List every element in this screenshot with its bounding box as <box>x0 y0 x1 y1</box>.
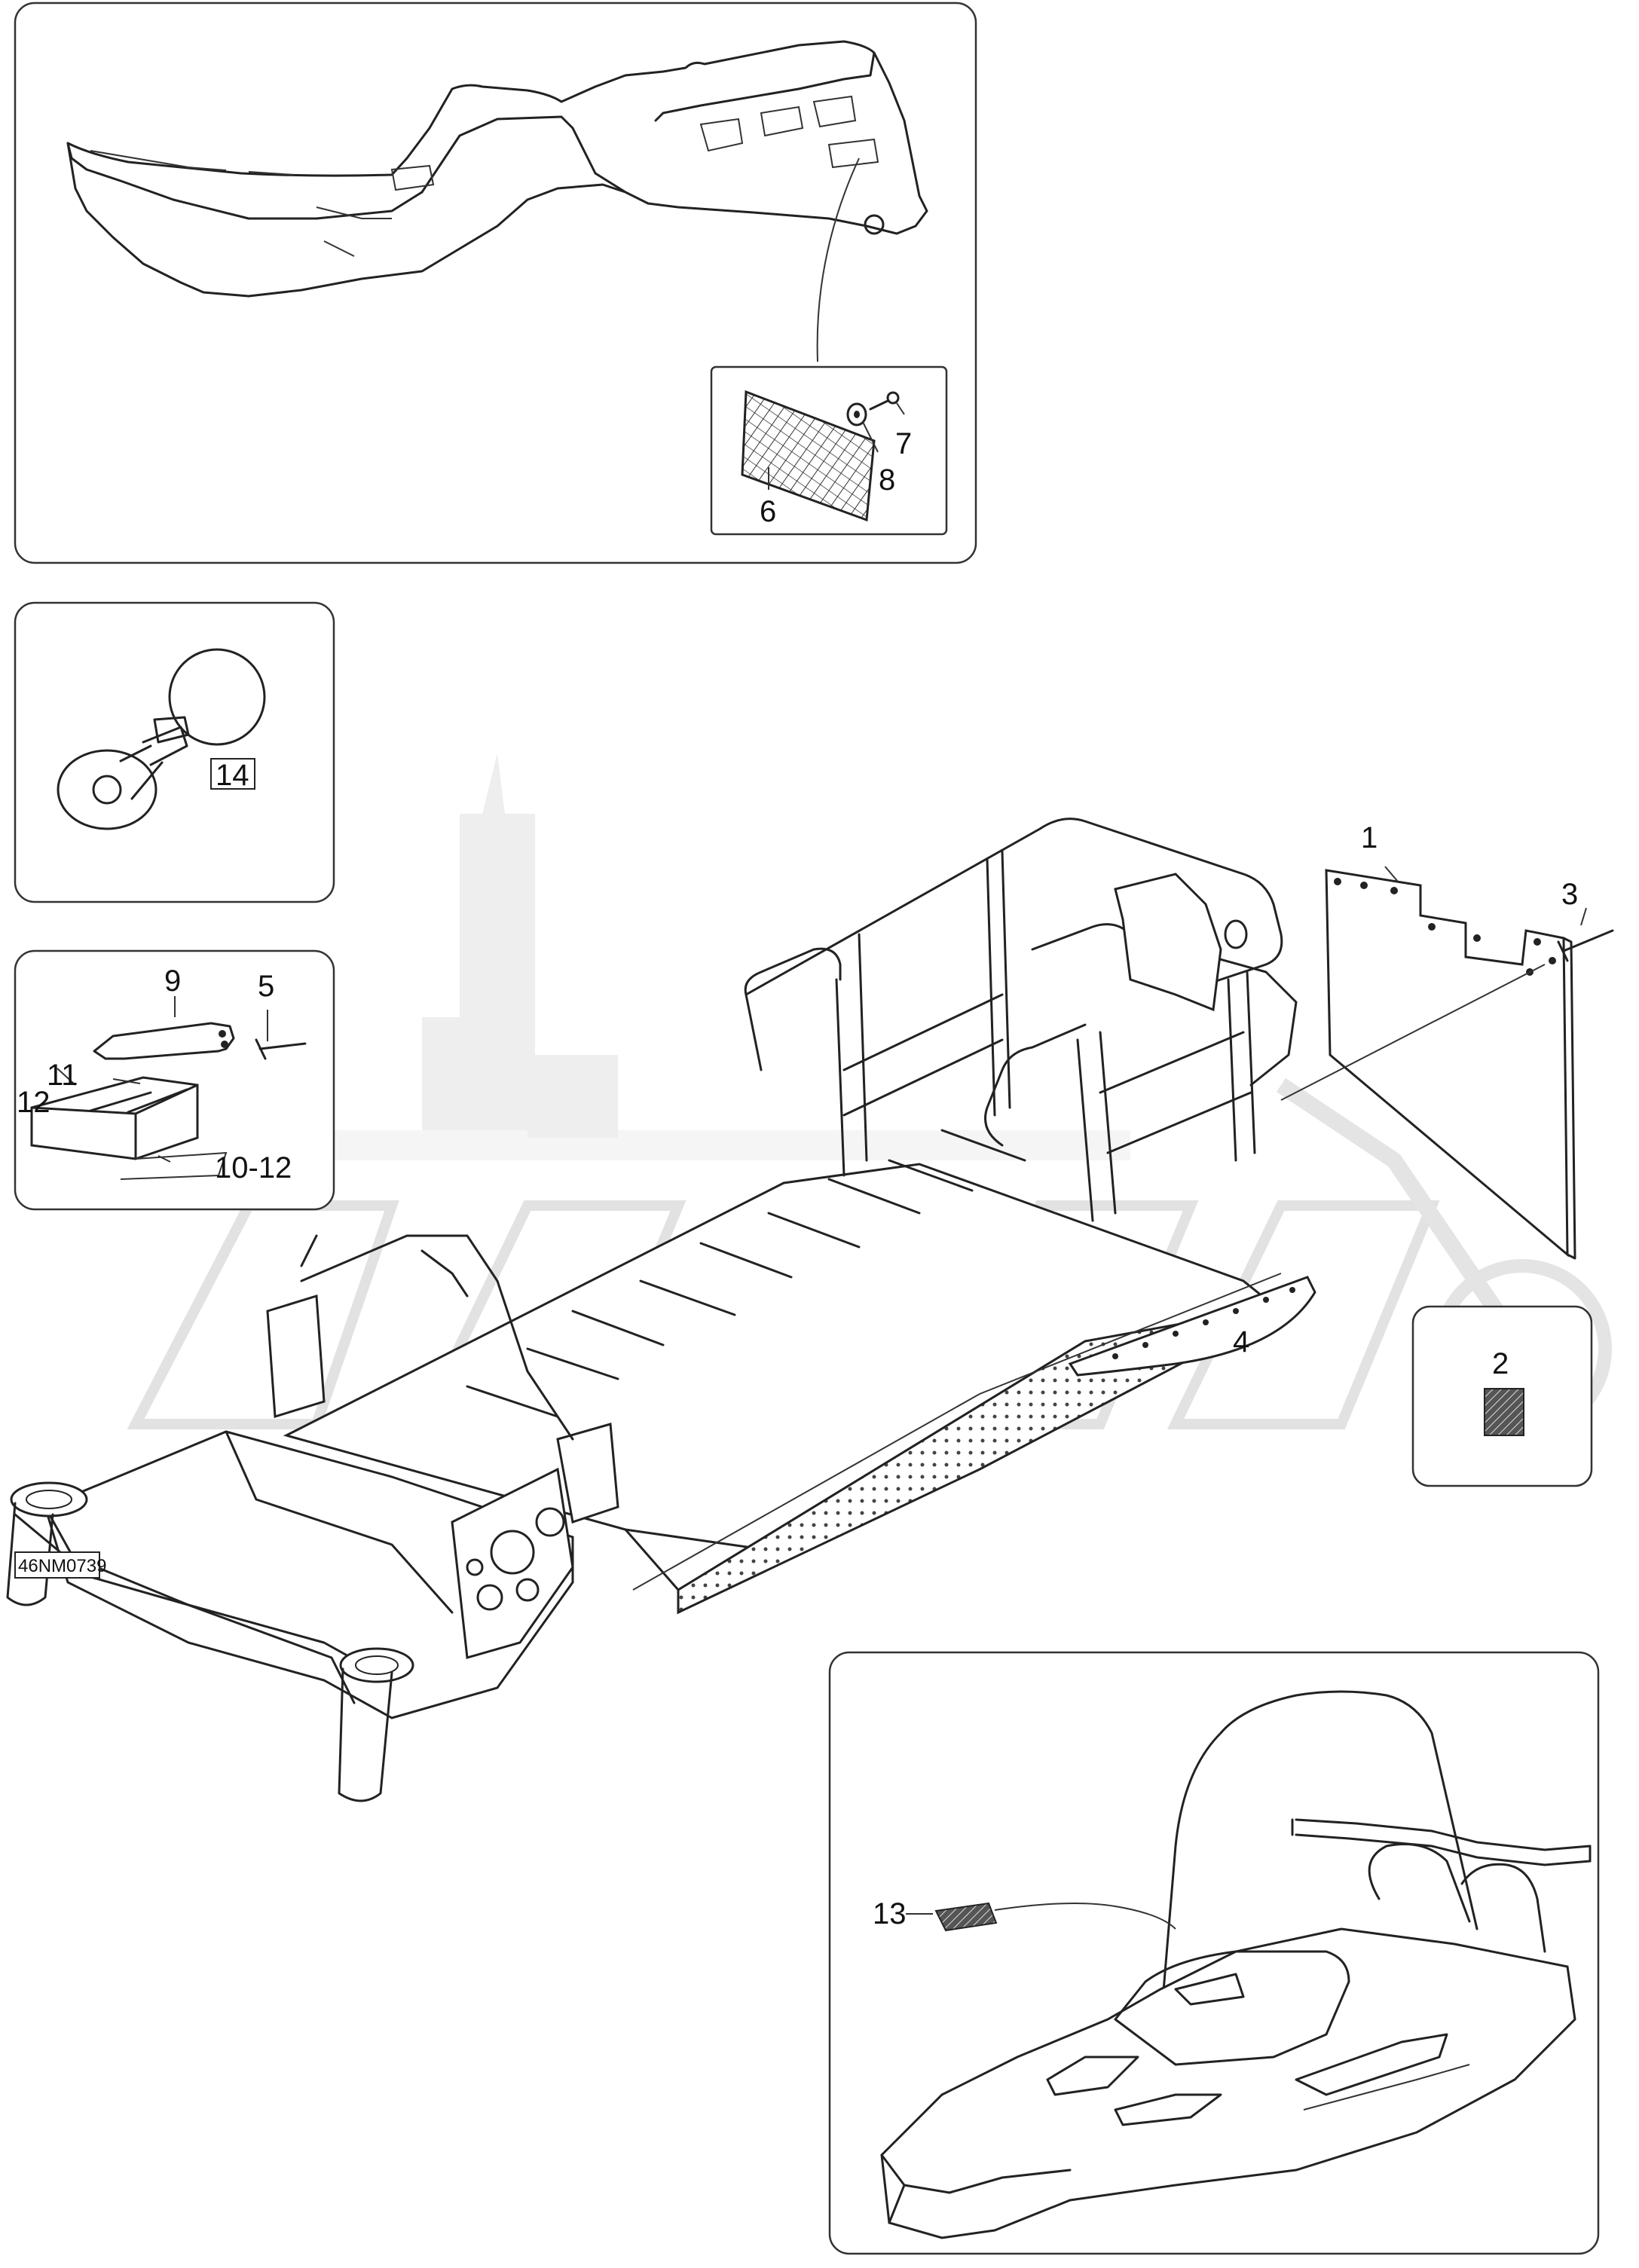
callout-10-12: 10-12 <box>215 1151 292 1184</box>
side-guard-icon <box>1068 1276 1316 1377</box>
callout-1: 1 <box>1361 821 1378 854</box>
bracket-icon <box>93 1022 235 1060</box>
bag-icon <box>30 1076 228 1180</box>
decal-icon <box>1484 1388 1524 1436</box>
panel-hood: 13 <box>828 1651 1600 2255</box>
leader-lines <box>768 402 905 490</box>
callout-11: 11 <box>47 1059 78 1092</box>
panel-horn: 14 <box>14 601 335 903</box>
reflector-part-icon <box>741 390 876 522</box>
callout-2: 2 <box>1492 1347 1509 1380</box>
leader-lines <box>57 996 268 1163</box>
diagram-code: 46NM0739 <box>18 1556 106 1576</box>
screw-icon <box>869 391 900 411</box>
callout-14-box <box>210 758 255 790</box>
hood-illustration <box>880 1690 1592 2239</box>
panel-decal: 2 <box>1411 1305 1593 1487</box>
watermark <box>127 753 1612 1438</box>
seat-illustration <box>66 40 928 362</box>
washer-icon <box>846 402 867 426</box>
callout-3: 3 <box>1561 878 1578 911</box>
rack-illustration <box>744 818 1298 1222</box>
callout-4: 4 <box>1233 1325 1249 1359</box>
callout-6: 6 <box>760 495 776 528</box>
flap-rivet-icon <box>1557 929 1614 962</box>
callout-12: 12 <box>17 1086 50 1119</box>
callout-8: 8 <box>879 463 895 497</box>
callout-13: 13 <box>873 1897 907 1930</box>
horn-icon <box>57 648 266 830</box>
panel-seat-reflector: 7 8 6 <box>14 2 977 564</box>
hood-decal-icon <box>934 1902 998 1932</box>
leader-line-flap <box>1280 964 1546 1101</box>
callout-7: 7 <box>895 427 912 460</box>
chassis-illustration <box>6 818 1298 1802</box>
side-guard-group: 4 <box>1068 1276 1316 1377</box>
callout-9: 9 <box>164 964 181 998</box>
callout-5: 5 <box>258 970 274 1003</box>
diagram-code-box <box>14 1551 100 1579</box>
rivet-icon <box>255 1038 307 1060</box>
mud-flap-group: 1 3 <box>1280 821 1614 1260</box>
panel-bag: 9 5 11 12 10-12 <box>14 949 335 1211</box>
mud-flap-icon <box>1325 869 1569 1258</box>
callout-14: 14 <box>216 759 249 792</box>
